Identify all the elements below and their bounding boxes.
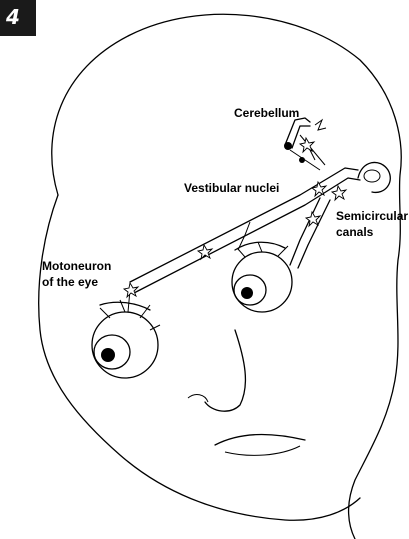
head-outline [52, 14, 401, 539]
right-eyeball [232, 242, 292, 312]
nose [205, 330, 245, 411]
figure-number-badge: 4 [0, 0, 36, 36]
label-motoneuron-line2: of the eye [42, 275, 98, 289]
ear [358, 162, 390, 192]
ear-loop [364, 170, 380, 182]
neuron-cell-markers [124, 138, 346, 297]
mouth [215, 435, 305, 445]
figure-number: 4 [5, 5, 20, 29]
left-eyebrow [100, 302, 150, 310]
label-vestibular-nuclei: Vestibular nuclei [184, 181, 279, 195]
lower-lip [225, 446, 300, 455]
label-cerebellum: Cerebellum [234, 106, 299, 120]
label-semicircular-canals-line1: Semicircular [336, 209, 408, 223]
label-semicircular-canals-line2: canals [336, 225, 374, 239]
label-motoneuron-line1: Motoneuron [42, 259, 111, 273]
face-left-contour [39, 195, 360, 520]
nostril [188, 395, 208, 402]
left-eyeball [92, 300, 160, 378]
